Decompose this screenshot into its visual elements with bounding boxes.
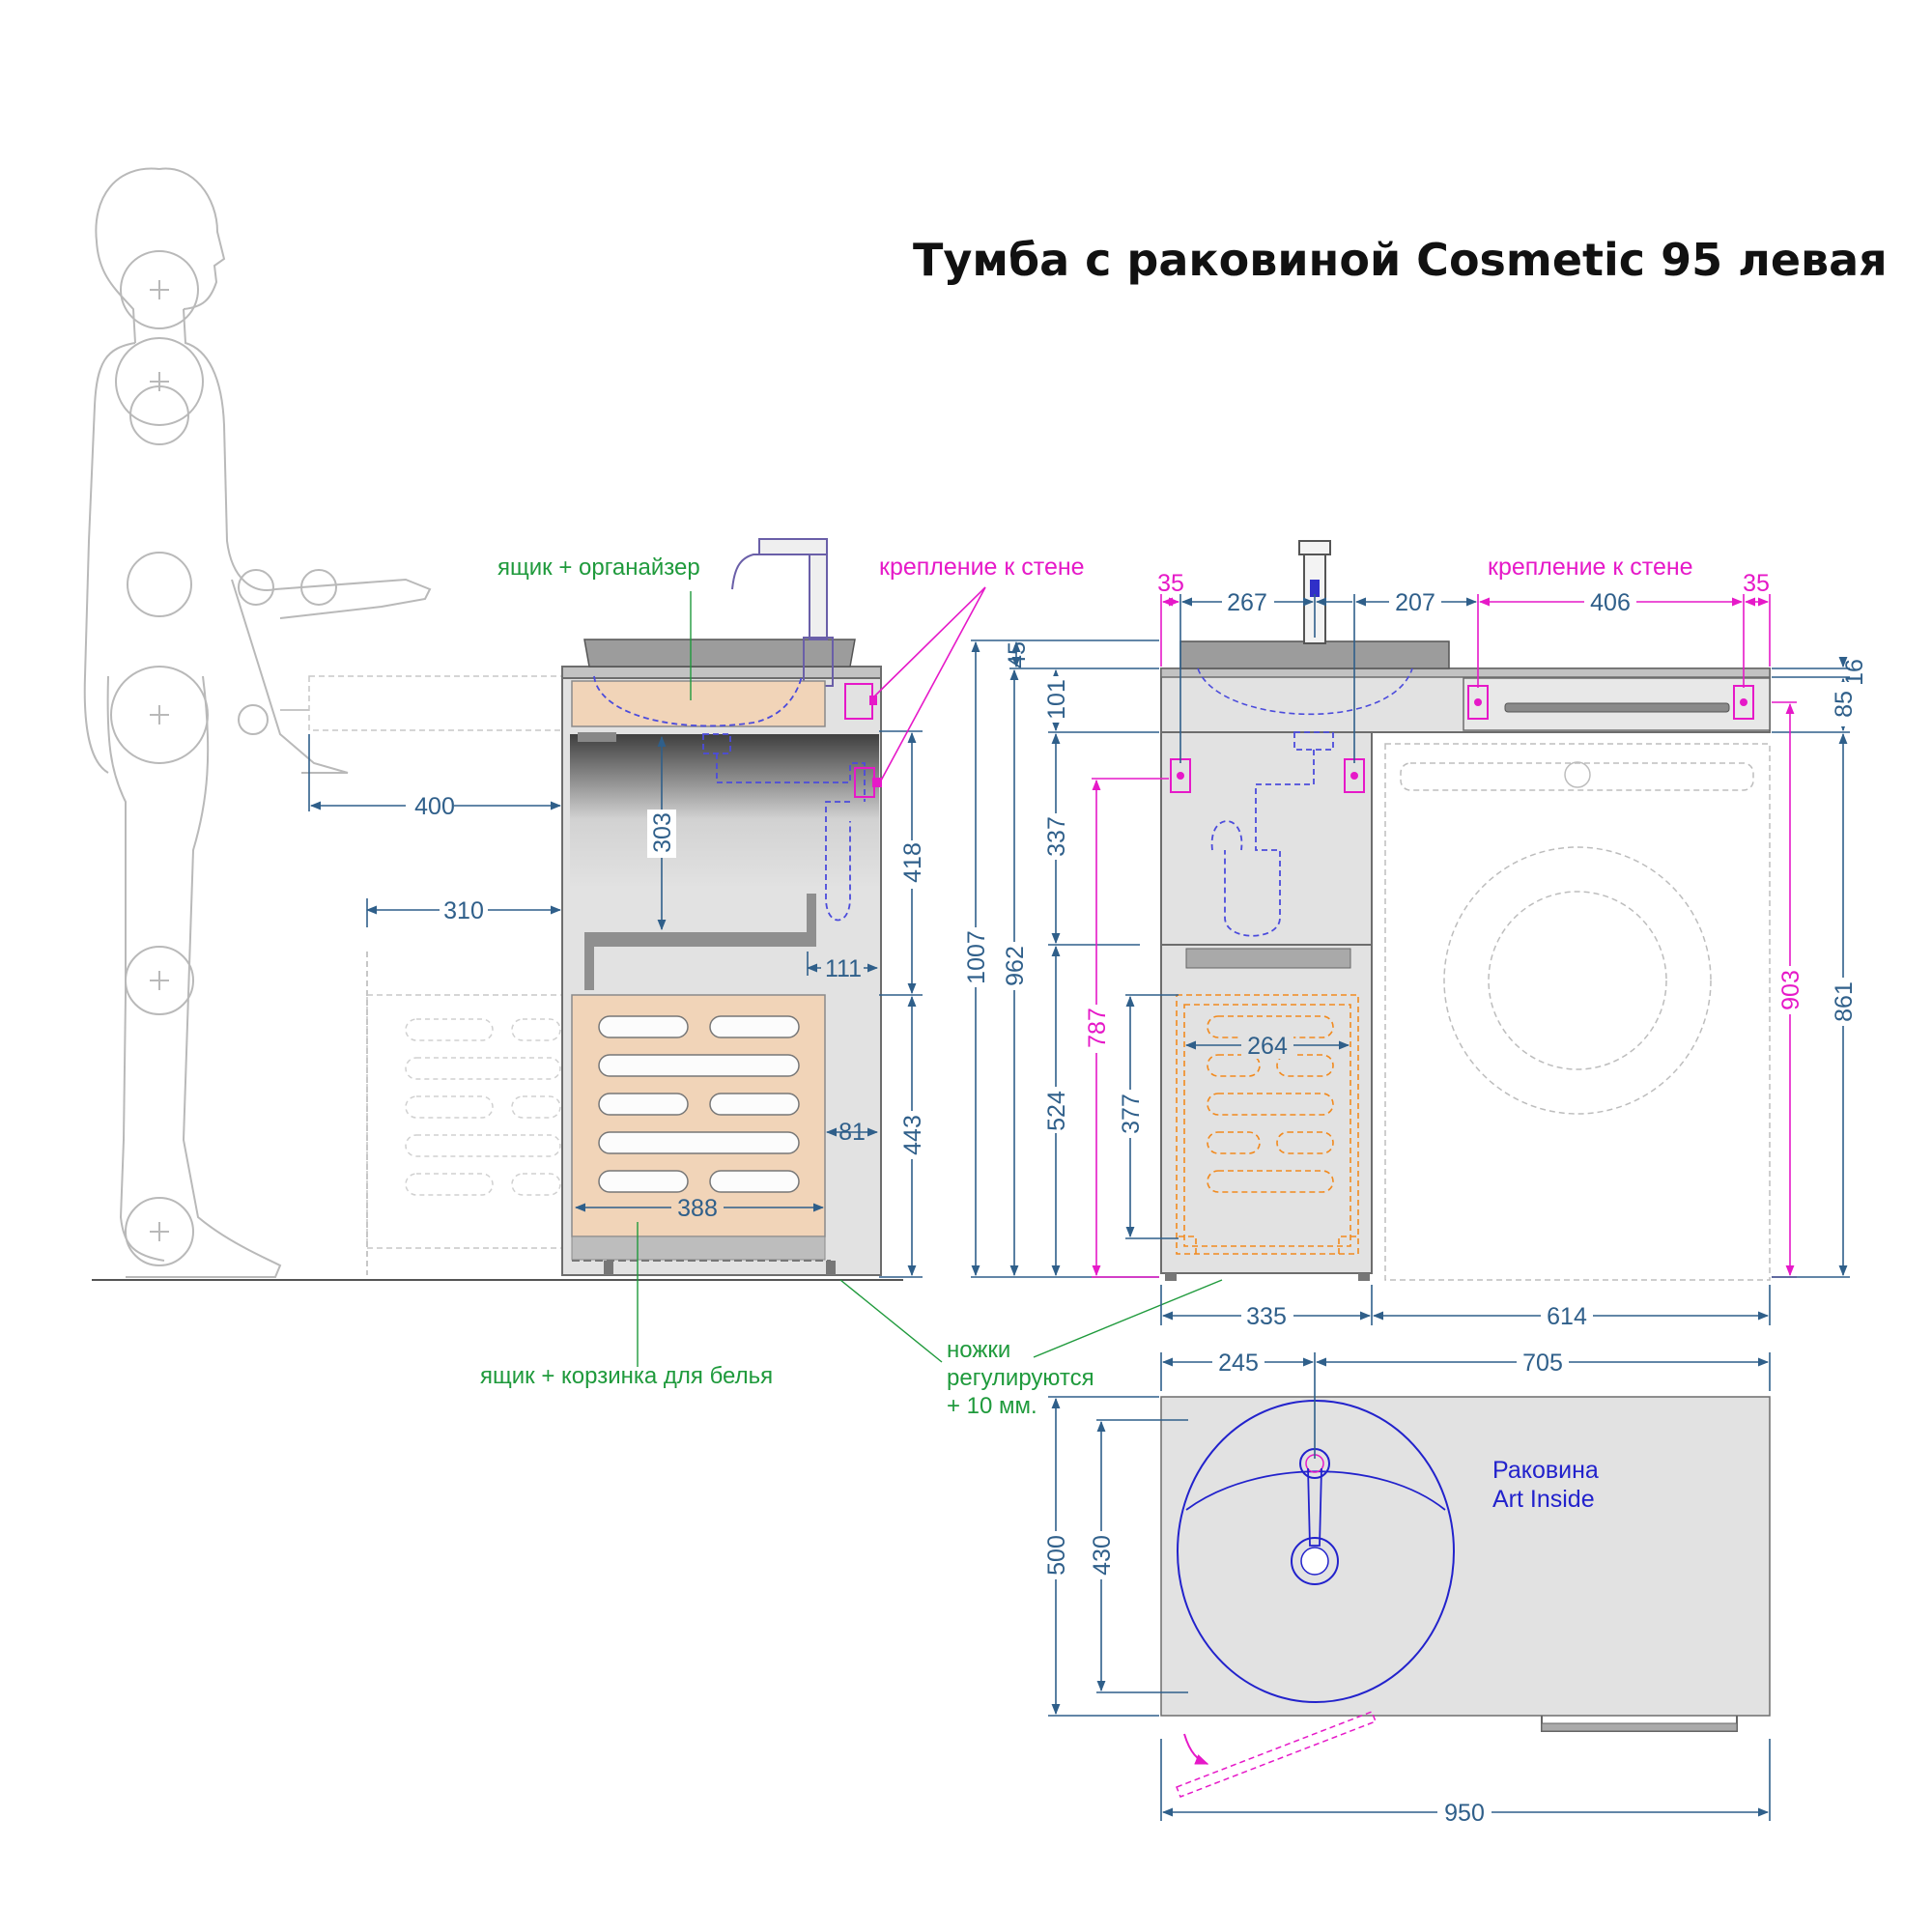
pulled-drawer-upper: [308, 675, 563, 731]
dim-950: 950: [1444, 1800, 1485, 1827]
dim-614: 614: [1547, 1303, 1587, 1330]
dim-111: 111: [825, 955, 862, 982]
dim-85: 85: [1831, 691, 1858, 718]
dim-310: 310: [443, 897, 484, 924]
label-legs-2: регулируются: [947, 1365, 1094, 1391]
dim-101: 101: [1043, 679, 1070, 720]
dim-35-left: 35: [1157, 570, 1184, 597]
dim-861: 861: [1831, 981, 1858, 1022]
dim-406: 406: [1590, 589, 1631, 616]
front-cabinet: [1160, 731, 1373, 1274]
top-sink-bowl: [1177, 1400, 1455, 1703]
dim-337: 337: [1043, 816, 1070, 857]
dim-388: 388: [677, 1195, 718, 1222]
dim-443: 443: [899, 1115, 926, 1155]
dim-500: 500: [1043, 1535, 1070, 1576]
dim-903: 903: [1777, 970, 1804, 1010]
side-dimensions: 400 310 303 111 81 388 418 443: [308, 730, 926, 1278]
front-basket: [1176, 994, 1359, 1255]
dim-400: 400: [414, 793, 455, 820]
dim-377: 377: [1118, 1094, 1145, 1134]
dim-16: 16: [1841, 659, 1868, 686]
dim-335: 335: [1246, 1303, 1287, 1330]
dim-35-right: 35: [1743, 570, 1770, 597]
human-figure: [83, 167, 432, 1278]
side-siphon: [702, 733, 866, 922]
side-upper-drawer: [571, 680, 826, 727]
washing-machine: [1384, 743, 1771, 1281]
dim-430: 430: [1089, 1535, 1116, 1576]
label-sink-2: Art Inside: [1492, 1486, 1595, 1513]
label-drawer-basket: ящик + корзинка для белья: [480, 1363, 773, 1389]
dim-705: 705: [1522, 1350, 1563, 1377]
dim-264: 264: [1247, 1033, 1288, 1060]
side-faucet: [731, 538, 834, 687]
label-drawer-organizer: ящик + органайзер: [497, 554, 700, 581]
front-siphon: [1210, 731, 1334, 937]
top-dimensions: 245 705 500 430 950: [1041, 1348, 1771, 1827]
label-legs-1: ножки: [947, 1337, 1010, 1363]
dim-267: 267: [1227, 589, 1267, 616]
label-wall-mount-side: крепление к стене: [879, 554, 1085, 581]
dim-962: 962: [1002, 946, 1029, 986]
top-view: Раковина Art Inside: [1160, 1396, 1771, 1798]
side-view: [280, 538, 882, 1276]
label-wall-mount-front: крепление к стене: [1488, 554, 1693, 581]
dim-245: 245: [1218, 1350, 1259, 1377]
dim-45: 45: [1004, 641, 1031, 668]
dim-303: 303: [649, 812, 676, 853]
dim-524: 524: [1043, 1091, 1070, 1131]
top-countertop: [1160, 1396, 1771, 1717]
dim-1007: 1007: [963, 930, 990, 984]
pulled-drawer-lower: [366, 994, 563, 1249]
dim-418: 418: [899, 842, 926, 883]
page-title: Тумба с раковиной Cosmetic 95 левая: [913, 234, 1888, 286]
front-dimensions: 35 267 207 406 35 крепление к стене 45 1…: [961, 554, 1868, 1330]
front-view: [1160, 540, 1771, 1281]
label-sink-1: Раковина: [1492, 1457, 1599, 1484]
label-legs-3: + 10 мм.: [947, 1393, 1037, 1419]
dim-787: 787: [1084, 1008, 1111, 1048]
dim-81: 81: [838, 1119, 866, 1146]
dim-207: 207: [1395, 589, 1435, 616]
